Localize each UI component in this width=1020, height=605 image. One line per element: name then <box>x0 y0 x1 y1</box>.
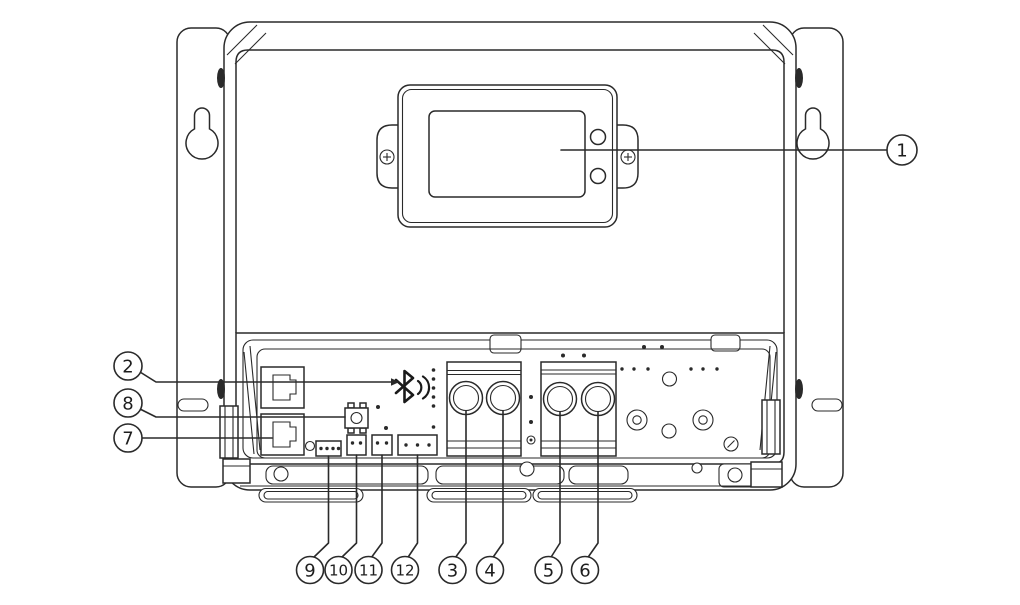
terminal-compartment <box>235 332 785 465</box>
connector-2pin-a[interactable] <box>346 434 367 456</box>
connector-4pin[interactable] <box>315 440 342 457</box>
callout-3-label: 3 <box>447 561 458 582</box>
display-button-bottom[interactable] <box>589 167 607 185</box>
callout-4: 4 <box>475 555 505 585</box>
callout-3: 3 <box>438 555 467 585</box>
mounting-flanges <box>176 27 844 488</box>
bottom-rail <box>240 461 780 488</box>
callout-10-label: 10 <box>329 562 348 580</box>
pcb-screw-left <box>626 409 648 431</box>
terminal-block-right[interactable] <box>540 361 617 457</box>
terminal-3[interactable] <box>448 380 484 416</box>
callout-8-label: 8 <box>122 394 133 415</box>
callout-9-label: 9 <box>304 561 315 582</box>
leader-lines <box>139 149 888 559</box>
indicator-led <box>304 440 316 452</box>
arrowhead <box>391 378 400 386</box>
display-module <box>376 84 639 228</box>
left-latch-foot <box>222 458 251 484</box>
callout-12-label: 12 <box>395 562 414 580</box>
cable-glands <box>258 487 638 503</box>
callout-2-label: 2 <box>122 357 133 378</box>
push-button[interactable] <box>344 402 369 434</box>
rj-port-upper[interactable] <box>260 366 305 409</box>
terminal-block-left[interactable] <box>446 361 522 457</box>
callout-1: 1 <box>886 134 918 166</box>
callout-5-label: 5 <box>543 561 554 582</box>
gland-left <box>258 487 364 503</box>
terminal-4[interactable] <box>485 380 521 416</box>
rail-cutout-middle <box>435 465 565 485</box>
callout-11: 11 <box>354 555 383 585</box>
right-mounting-flange <box>789 27 844 488</box>
gland-middle <box>426 487 532 503</box>
connector-2pin-b[interactable] <box>371 434 393 456</box>
callout-7: 7 <box>113 423 143 453</box>
callout-9: 9 <box>295 555 325 585</box>
connector-3pin[interactable] <box>397 434 438 456</box>
callout-6: 6 <box>570 555 600 585</box>
left-latch[interactable] <box>219 405 239 459</box>
right-keyhole-slot <box>796 107 830 160</box>
display-button-top[interactable] <box>589 128 607 146</box>
left-top-latch-bump <box>217 68 225 88</box>
mounting-screw-holes <box>620 367 739 452</box>
left-flange-slot <box>177 398 209 412</box>
right-latch[interactable] <box>761 399 781 455</box>
display-housing <box>397 84 618 228</box>
callout-6-label: 6 <box>579 561 590 582</box>
display-screw-right <box>620 149 636 165</box>
terminal-6[interactable] <box>580 381 616 417</box>
right-latch-foot <box>750 461 783 488</box>
cover-clip-right <box>710 334 741 352</box>
callout-11-label: 11 <box>359 562 378 580</box>
right-flange-slot <box>811 398 843 412</box>
callout-7-label: 7 <box>122 429 133 450</box>
callout-4-label: 4 <box>484 561 495 582</box>
terminal-5[interactable] <box>542 381 578 417</box>
callouts: 1 2 8 7 9 10 11 12 <box>113 134 918 585</box>
callout-2: 2 <box>113 351 143 381</box>
display-screw-left <box>379 149 395 165</box>
callout-10: 10 <box>324 555 353 585</box>
cover-clip-center <box>489 334 522 354</box>
right-bottom-latch-bump <box>795 379 803 399</box>
callout-8: 8 <box>113 388 143 418</box>
rj-port-lower[interactable] <box>260 413 305 456</box>
bluetooth-icon <box>394 368 436 408</box>
right-top-latch-bump <box>795 68 803 88</box>
callout-1-label: 1 <box>896 141 907 162</box>
callout-12: 12 <box>390 555 420 585</box>
left-bottom-latch-bump <box>217 379 225 399</box>
display-screen <box>428 110 586 198</box>
rail-cutout-left <box>265 465 429 485</box>
pcb-screw-right <box>692 409 714 431</box>
side-latches <box>219 399 783 488</box>
front-face-inset <box>235 49 785 333</box>
callout-5: 5 <box>534 555 563 585</box>
gland-right <box>532 487 638 503</box>
left-keyhole-slot <box>185 107 219 160</box>
